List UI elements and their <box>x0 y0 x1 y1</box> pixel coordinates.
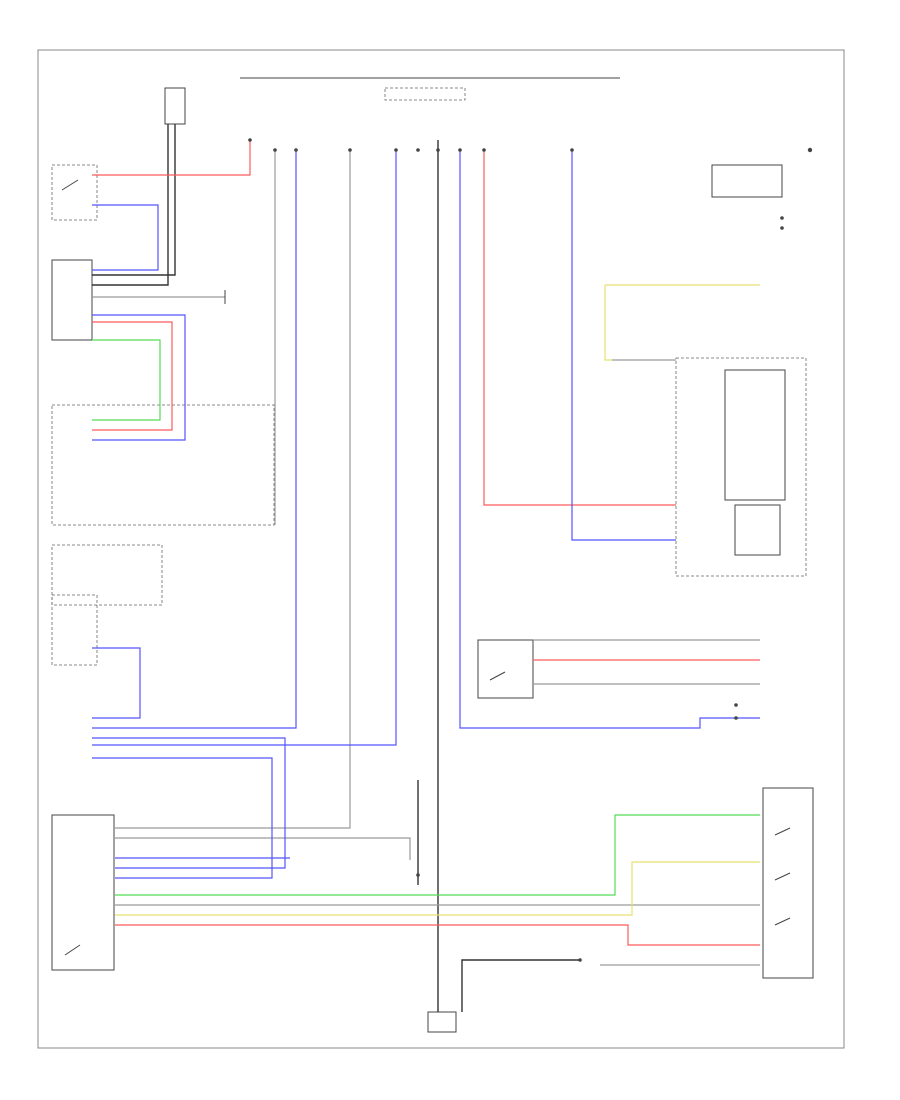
meter-inner-box-1 <box>724 369 786 501</box>
red-wires <box>92 140 760 946</box>
right-components <box>427 164 814 1033</box>
right-rear-door-lock-box <box>477 639 534 699</box>
pin-1 <box>248 138 252 142</box>
black-wires <box>92 124 760 1012</box>
wire-red-2 <box>92 321 173 431</box>
pin-5 <box>394 148 398 152</box>
wire-blue-7 <box>92 757 273 879</box>
pin-11 <box>416 873 420 877</box>
door-lock-control-switch-box <box>762 787 814 979</box>
switch-door-lock-2 <box>774 872 791 881</box>
pin-16 <box>780 226 784 230</box>
pin-7 <box>436 148 440 152</box>
pin-8 <box>458 148 462 152</box>
pin-12 <box>578 958 582 962</box>
wire-black-2 <box>92 124 169 286</box>
wire-red-3 <box>483 150 676 506</box>
top-relay-box <box>164 87 186 125</box>
pin-4 <box>348 148 352 152</box>
wire-blue-4 <box>92 150 397 746</box>
pin-9 <box>482 148 486 152</box>
wire-black-5 <box>461 959 580 1012</box>
wire-red-1 <box>92 140 251 176</box>
pin-13 <box>734 703 738 707</box>
wire-blue-1 <box>92 204 159 271</box>
combination-meter-box <box>675 357 807 577</box>
blue-wires <box>92 150 760 879</box>
diagram-frame <box>37 49 845 1049</box>
yellow-wires <box>115 284 760 916</box>
fuse-box-outline <box>384 87 466 101</box>
left-components <box>51 164 275 971</box>
wire-blue-9 <box>459 150 760 729</box>
pin-17 <box>807 147 813 153</box>
steering-lock-ecu-box <box>51 814 115 971</box>
connector-pins <box>248 138 813 962</box>
pin-14 <box>734 716 738 720</box>
switch-rear-door <box>489 671 506 681</box>
meter-inner-box-2 <box>734 504 781 556</box>
switch-door-lock-3 <box>774 917 791 926</box>
pin-10 <box>570 148 574 152</box>
wire-blue-3 <box>92 150 297 729</box>
switch-left-stop <box>61 179 79 191</box>
pin-3 <box>294 148 298 152</box>
certification-ecu-box <box>51 544 163 606</box>
wire-green-1 <box>92 339 161 421</box>
left-stop-lamp-switch-box <box>51 164 98 221</box>
switch-door-lock-1 <box>774 827 791 836</box>
id-code-box-box <box>51 594 98 666</box>
wire-blue-5 <box>92 647 141 719</box>
wire-black-1 <box>92 124 176 276</box>
pin-6 <box>416 148 420 152</box>
switch-steering <box>64 944 81 956</box>
wire-gray-3 <box>115 837 411 860</box>
outer-mirror-control-box <box>51 259 93 341</box>
wire-yellow-1 <box>604 285 612 361</box>
top-fuse-block <box>164 77 620 125</box>
wire-blue-6 <box>92 737 286 869</box>
wire-red-5 <box>115 924 760 946</box>
wire-green-2 <box>115 814 760 896</box>
green-wires <box>92 339 760 896</box>
switch-symbols <box>61 179 791 956</box>
pin-2 <box>273 148 277 152</box>
wire-yellow-3 <box>115 861 760 916</box>
pin-15 <box>780 216 784 220</box>
main-body-ecu-box <box>51 404 275 526</box>
right-top-relay-box <box>711 164 783 198</box>
junction-connector-box <box>427 1011 457 1033</box>
wire-gray-2 <box>115 150 351 829</box>
wire-blue-2 <box>92 314 186 441</box>
wire-blue-8 <box>571 150 676 541</box>
